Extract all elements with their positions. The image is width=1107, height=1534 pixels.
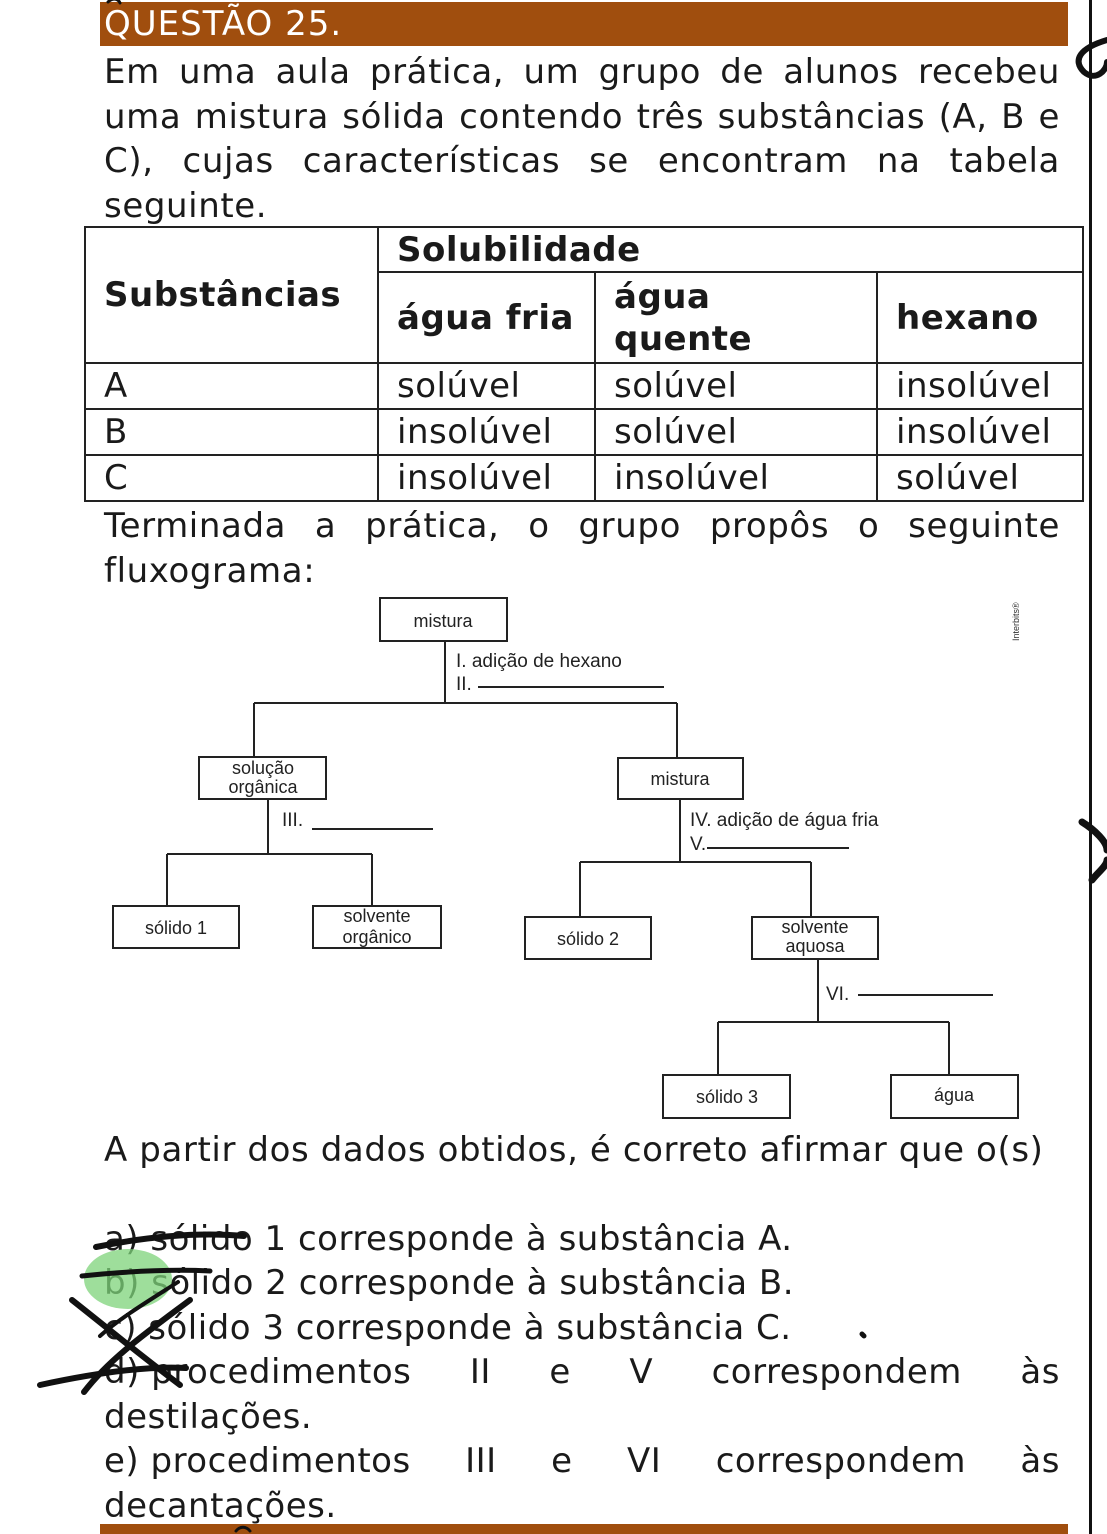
step-6: VI. [826,984,849,1005]
intro-paragraph: Em uma aula prática, um grupo de alunos … [104,52,1060,226]
question-text: A partir dos dados obtidos, é correto af… [104,1130,1044,1170]
cell-value: solúvel [377,362,596,410]
cell-value: solúvel [594,408,878,456]
header-substancias: Substâncias [84,226,379,364]
step-4: IV. adição de água fria [690,810,879,831]
label-solvente: solvente [343,906,410,926]
box-solido-1 [112,905,240,949]
flowchart-intro: Terminada a prática, o grupo propôs o se… [104,506,1060,591]
label-mistura: mistura [413,611,473,631]
option-d-line1: d) procedimentos II e V correspondem às [104,1350,1060,1395]
label-solucao: solução [232,758,294,778]
option-e-word: às [1020,1441,1060,1481]
cell-value: insolúvel [377,408,596,456]
step-1: I. adição de hexano [456,651,622,672]
step-3: III. [282,810,303,831]
table-row: B insolúvel solúvel insolúvel [84,408,1084,456]
label-organico: orgânico [342,927,411,947]
option-e-word: e [551,1441,573,1481]
option-d-word: d) procedimentos [104,1352,412,1392]
box-solido-3 [662,1074,791,1119]
label-mistura-2: mistura [650,769,710,789]
option-e-line2: decantações. [104,1485,337,1526]
step-2: II. [456,674,472,695]
label-solido-1: sólido 1 [145,918,207,938]
cell-value: insolúvel [876,408,1084,456]
option-a[interactable]: a) sólido 1 corresponde à substância A. [104,1219,793,1259]
option-e-line1: e) procedimentos III e VI correspondem à… [104,1439,1060,1484]
box-solvente-organico [312,905,442,949]
box-mistura [379,597,508,642]
option-e-word: e) procedimentos [104,1441,411,1481]
box-solucao-organica [198,756,327,800]
option-b[interactable]: b) sólido 2 corresponde à substância B. [104,1263,795,1303]
option-d-line2: destilações. [104,1396,313,1437]
option-d[interactable]: d) procedimentos II e V correspondem às … [104,1350,1060,1439]
option-d-word: correspondem [711,1352,962,1392]
page-edge-line [1089,0,1092,1534]
header-agua-fria: água fria [377,271,596,364]
row-name: C [84,454,379,502]
footer-bar [100,1524,1068,1534]
option-d-word: V [629,1352,654,1392]
option-e-word: III [465,1441,497,1481]
option-e[interactable]: e) procedimentos III e VI correspondem à… [104,1439,1060,1528]
header-agua-quente: água quente [594,271,878,364]
label-aquosa: aquosa [785,936,845,956]
credit-interbits: Interbits® [1011,602,1021,641]
cell-value: solúvel [876,454,1084,502]
option-d-word: e [549,1352,571,1392]
box-agua [890,1074,1019,1119]
table-row: A solúvel solúvel insolúvel [84,362,1084,410]
option-d-word: às [1020,1352,1060,1392]
label-solvente-aq: solvente [781,917,848,937]
option-e-word: VI [626,1441,662,1481]
box-solido-2 [524,916,652,960]
label-agua: água [934,1085,975,1105]
row-name: B [84,408,379,456]
option-d-word: II [469,1352,491,1392]
option-e-word: correspondem [715,1441,966,1481]
label-organica: orgânica [228,777,298,797]
question-header: QUESTÃO 25. [100,2,1068,46]
row-name: A [84,362,379,410]
step-5: V. [690,834,706,855]
cell-value: insolúvel [876,362,1084,410]
label-solido-2: sólido 2 [557,929,619,949]
box-mistura-2 [617,757,744,800]
label-solido-3: sólido 3 [696,1087,758,1107]
header-hexano: hexano [876,271,1084,364]
cell-value: insolúvel [594,454,878,502]
option-c[interactable]: c) sólido 3 corresponde à substância C. [104,1308,792,1348]
cell-value: solúvel [594,362,878,410]
header-solubilidade: Solubilidade [377,226,1084,273]
cell-value: insolúvel [377,454,596,502]
box-solvente-aquoso [751,916,879,960]
table-row: C insolúvel insolúvel solúvel [84,454,1084,502]
solubility-table: Substâncias Solubilidade água fria água … [84,226,1084,502]
